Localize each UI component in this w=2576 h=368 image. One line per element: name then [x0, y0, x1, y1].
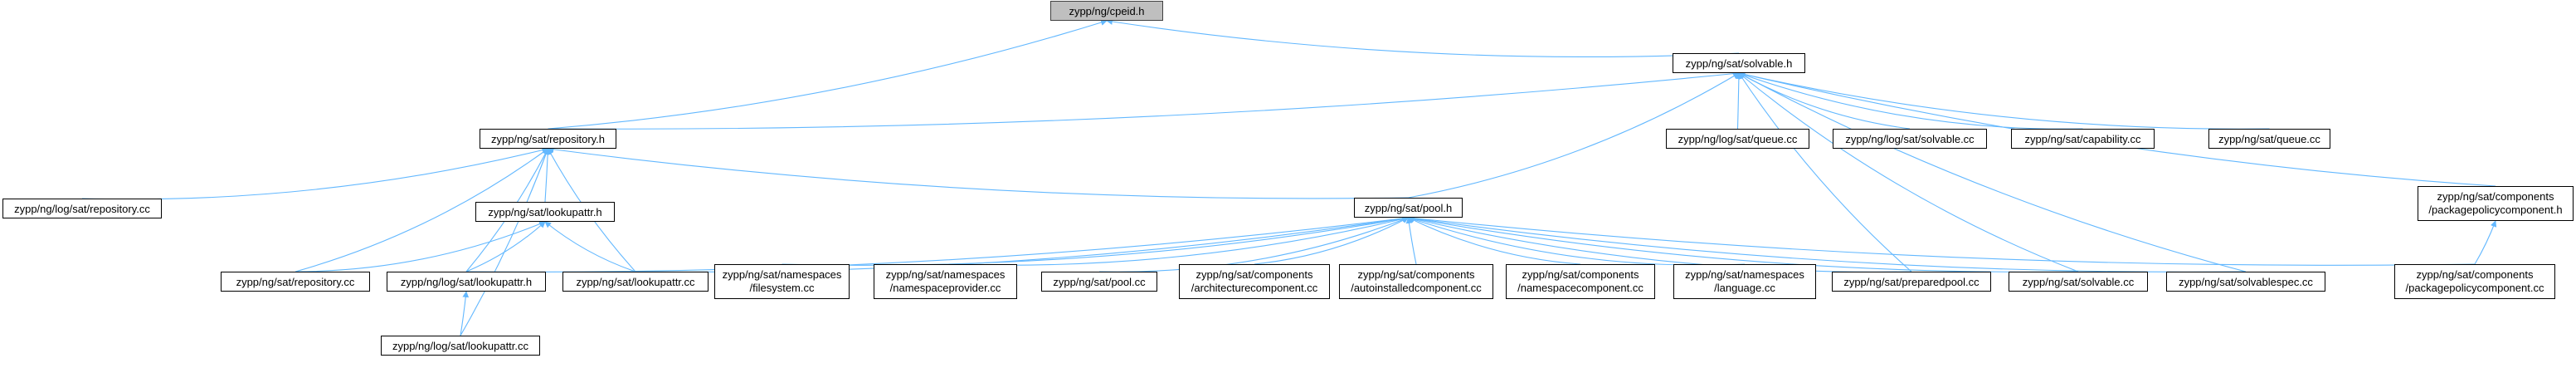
- graph-node-ns-filesystem-cc[interactable]: zypp/ng/sat/namespaces /filesystem.cc: [714, 264, 850, 299]
- graph-node-sat-solvable-cc[interactable]: zypp/ng/sat/solvable.cc: [2009, 272, 2148, 292]
- graph-edge-sat-capability-cc-to-solvable-h: [1738, 71, 2083, 130]
- graph-node-lookupattr-h[interactable]: zypp/ng/sat/lookupattr.h: [475, 202, 615, 222]
- graph-edge-log-sat-queue-cc-to-solvable-h: [1736, 72, 1742, 130]
- graph-node-pkgpolicy-h[interactable]: zypp/ng/sat/components /packagepolicycom…: [2418, 186, 2574, 221]
- graph-node-comp-architecture-cc[interactable]: zypp/ng/sat/components /architecturecomp…: [1179, 264, 1330, 299]
- graph-edge-ns-nsprovider-cc-to-pool-h: [945, 215, 1410, 266]
- graph-node-pool-h[interactable]: zypp/ng/sat/pool.h: [1354, 198, 1463, 218]
- graph-edge-sat-lookupattr-cc-to-lookupattr-h: [544, 221, 636, 272]
- graph-edge-log-sat-lookupattr-h-to-lookupattr-h: [465, 221, 546, 272]
- graph-edge-log-sat-solvable-cc-to-solvable-h: [1738, 72, 1911, 130]
- graph-node-sat-pool-cc[interactable]: zypp/ng/sat/pool.cc: [1041, 272, 1157, 292]
- graph-node-sat-repository-cc[interactable]: zypp/ng/sat/repository.cc: [221, 272, 370, 292]
- graph-node-sat-preparedpool-cc[interactable]: zypp/ng/sat/preparedpool.cc: [1832, 272, 1991, 292]
- graph-edge-comp-architecture-cc-to-pool-h: [1254, 217, 1410, 265]
- graph-node-log-sat-repository-cc[interactable]: zypp/ng/log/sat/repository.cc: [2, 199, 162, 218]
- graph-edge-comp-namespace-cc-to-pool-h: [1407, 217, 1581, 265]
- graph-edge-sat-queue-cc-to-solvable-h: [1738, 71, 2270, 130]
- graph-node-sat-lookupattr-cc[interactable]: zypp/ng/sat/lookupattr.cc: [562, 272, 709, 292]
- graph-node-sat-queue-cc[interactable]: zypp/ng/sat/queue.cc: [2208, 129, 2330, 149]
- graph-edge-ns-filesystem-cc-to-pool-h: [782, 215, 1410, 266]
- graph-node-log-sat-lookupattr-h[interactable]: zypp/ng/log/sat/lookupattr.h: [387, 272, 546, 292]
- graph-edge-lookupattr-h-to-repository-h: [544, 148, 552, 203]
- graph-node-cpeid-h: zypp/ng/cpeid.h: [1050, 1, 1163, 21]
- graph-node-sat-solvablespec-cc[interactable]: zypp/ng/sat/solvablespec.cc: [2166, 272, 2325, 292]
- graph-edge-sat-solvable-cc-to-solvable-h: [1738, 72, 2079, 272]
- graph-edge-sat-preparedpool-cc-to-solvable-h: [1738, 72, 1912, 272]
- graph-edge-solvable-h-to-cpeid-h: [1106, 18, 1740, 58]
- graph-node-comp-namespace-cc[interactable]: zypp/ng/sat/components /namespacecompone…: [1506, 264, 1655, 299]
- graph-node-comp-autoinstalled-cc[interactable]: zypp/ng/sat/components /autoinstalledcom…: [1339, 264, 1493, 299]
- graph-edge-log-sat-repository-cc-to-repository-h: [81, 146, 549, 200]
- graph-edge-log-sat-lookupattr-cc-to-log-sat-lookupattr-h: [460, 291, 470, 336]
- graph-edge-sat-solvablespec-cc-to-solvable-h: [1738, 72, 2247, 272]
- graph-node-log-sat-queue-cc[interactable]: zypp/ng/log/sat/queue.cc: [1666, 129, 1809, 149]
- graph-edge-ns-language-cc-to-pool-h: [1407, 216, 1746, 266]
- graph-node-ns-language-cc[interactable]: zypp/ng/sat/namespaces /language.cc: [1673, 264, 1816, 299]
- graph-edge-repository-h-to-cpeid-h: [548, 19, 1108, 130]
- graph-node-log-sat-lookupattr-cc[interactable]: zypp/ng/log/sat/lookupattr.cc: [381, 336, 540, 356]
- graph-edge-comp-pkgpolicy-cc-to-pool-h: [1407, 214, 2476, 266]
- graph-node-log-sat-solvable-cc[interactable]: zypp/ng/log/sat/solvable.cc: [1833, 129, 1987, 149]
- graph-node-solvable-h[interactable]: zypp/ng/sat/solvable.h: [1673, 53, 1805, 73]
- graph-node-ns-nsprovider-cc[interactable]: zypp/ng/sat/namespaces /namespaceprovide…: [874, 264, 1017, 299]
- graph-edge-comp-pkgpolicy-cc-to-pkgpolicy-h: [2474, 220, 2497, 265]
- graph-node-sat-capability-cc[interactable]: zypp/ng/sat/capability.cc: [2011, 129, 2155, 149]
- graph-edge-pool-h-to-repository-h: [547, 146, 1409, 199]
- graph-node-comp-pkgpolicy-cc[interactable]: zypp/ng/sat/components /packagepolicycom…: [2394, 264, 2555, 299]
- graph-edge-comp-autoinstalled-cc-to-pool-h: [1405, 217, 1417, 265]
- graph-edge-sat-repository-cc-to-lookupattr-h: [295, 221, 546, 272]
- graph-edge-log-sat-lookupattr-cc-to-repository-h: [460, 148, 549, 336]
- graph-edge-repository-h-to-solvable-h: [548, 70, 1740, 130]
- graph-node-repository-h[interactable]: zypp/ng/sat/repository.h: [480, 129, 616, 149]
